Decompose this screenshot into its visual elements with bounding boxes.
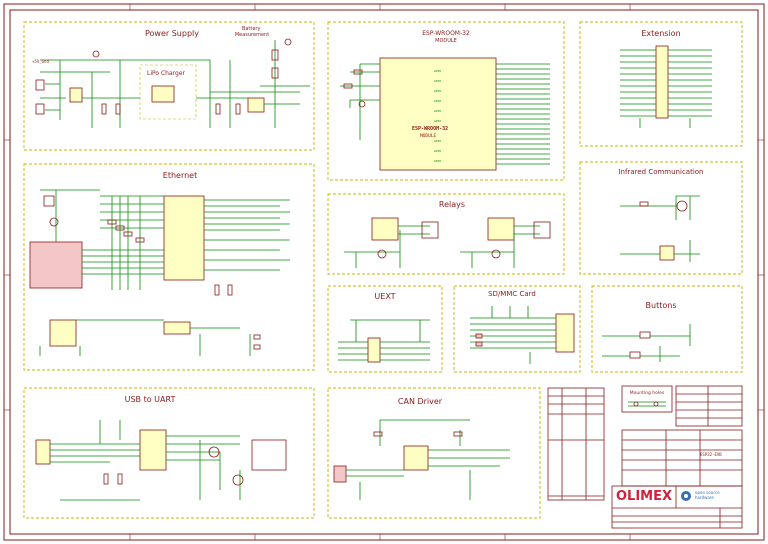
frame-ticks xyxy=(4,4,764,540)
esp-subtitle: MODULE xyxy=(435,38,457,44)
svg-text:GPIO: GPIO xyxy=(434,159,441,163)
esp-wroom-32-module xyxy=(379,57,497,171)
extension-block: Extension xyxy=(579,21,743,147)
svg-text:GPIO: GPIO xyxy=(434,79,441,83)
buttons-title: Buttons xyxy=(646,301,677,310)
can-driver-block: CAN Driver xyxy=(327,387,541,519)
ethernet-block: Ethernet xyxy=(23,163,315,371)
svg-text:GPIO: GPIO xyxy=(434,139,441,143)
esp-chip-label: ESP-WROOM-32 xyxy=(412,126,448,132)
uext-title: UEXT xyxy=(374,292,395,301)
charger-ic xyxy=(151,85,175,103)
usb-uart-block: USB to UART xyxy=(23,387,315,519)
extension-connector xyxy=(655,45,669,119)
sheet-frame xyxy=(3,3,765,541)
rj45-connector xyxy=(29,241,83,289)
buttons-block: Buttons xyxy=(591,285,743,373)
mounting-holes-title: Mounting holes xyxy=(630,390,665,396)
svg-text:GPIO: GPIO xyxy=(434,69,441,73)
can-transceiver-ic xyxy=(403,445,429,471)
olimex-logo: OLIMEX xyxy=(616,489,672,504)
svg-text:GPIO: GPIO xyxy=(434,89,441,93)
ir-receiver xyxy=(659,245,675,261)
can-driver-title: CAN Driver xyxy=(398,397,443,406)
sd-card-block: SD/MMC Card xyxy=(453,285,581,373)
usb-connector xyxy=(35,439,51,465)
ethernet-phy-ic xyxy=(163,195,205,281)
pin-assignment-table xyxy=(547,387,605,501)
ethernet-title: Ethernet xyxy=(163,171,197,180)
jumper-positions-table xyxy=(675,385,743,427)
usb-uart-title: USB to UART xyxy=(125,395,176,404)
extension-title: Extension xyxy=(641,29,680,38)
power-net-label: +5V_Gnd xyxy=(32,59,49,64)
esp-title: ESP-WROOM-32 xyxy=(422,30,470,37)
battery-measurement-title: Battery Measurement xyxy=(235,26,269,38)
relay-2 xyxy=(487,217,515,241)
relays-title: Relays xyxy=(439,200,465,209)
relays-block: Relays xyxy=(327,193,565,275)
svg-text:GPIO: GPIO xyxy=(434,99,441,103)
power-supply-title: Power Supply xyxy=(145,29,199,38)
usb-uart-ic xyxy=(139,429,167,471)
sheet-inner-frame xyxy=(9,9,759,535)
infrared-title: Infrared Communication xyxy=(618,168,703,176)
svg-text:GPIO: GPIO xyxy=(434,119,441,123)
uext-connector xyxy=(367,337,381,363)
esp-chip-sublabel: MODULE xyxy=(420,133,437,139)
infrared-block: Infrared Communication xyxy=(579,161,743,275)
relay-1 xyxy=(371,217,399,241)
power-supply-block: Power Supply Battery Measurement LiPo Ch… xyxy=(23,21,315,151)
board-name: ESP32-EVB xyxy=(700,452,722,457)
ethernet-regulator xyxy=(163,321,191,335)
power-regulator-ic xyxy=(69,87,83,103)
svg-text:GPIO: GPIO xyxy=(434,149,441,153)
sd-card-title: SD/MMC Card xyxy=(488,290,536,298)
battery-divider-ic xyxy=(247,97,265,113)
battery-measurement-line1: Battery xyxy=(242,26,261,32)
uext-block: UEXT xyxy=(327,285,443,373)
lipo-charger-title: LiPo Charger xyxy=(147,70,186,77)
ethernet-oscillator xyxy=(49,319,77,347)
sd-card-socket xyxy=(555,313,575,353)
oshw-logo-icon xyxy=(681,491,691,501)
auto-program-table xyxy=(251,439,287,471)
can-connector xyxy=(333,465,347,483)
svg-text:GPIO: GPIO xyxy=(434,109,441,113)
esp-module-block: ESP-WROOM-32 MODULE ESP-WROOM-32 MODULE … xyxy=(327,21,565,181)
mounting-holes-block: Mounting holes xyxy=(621,385,673,413)
battery-measurement-line2: Measurement xyxy=(235,32,269,38)
